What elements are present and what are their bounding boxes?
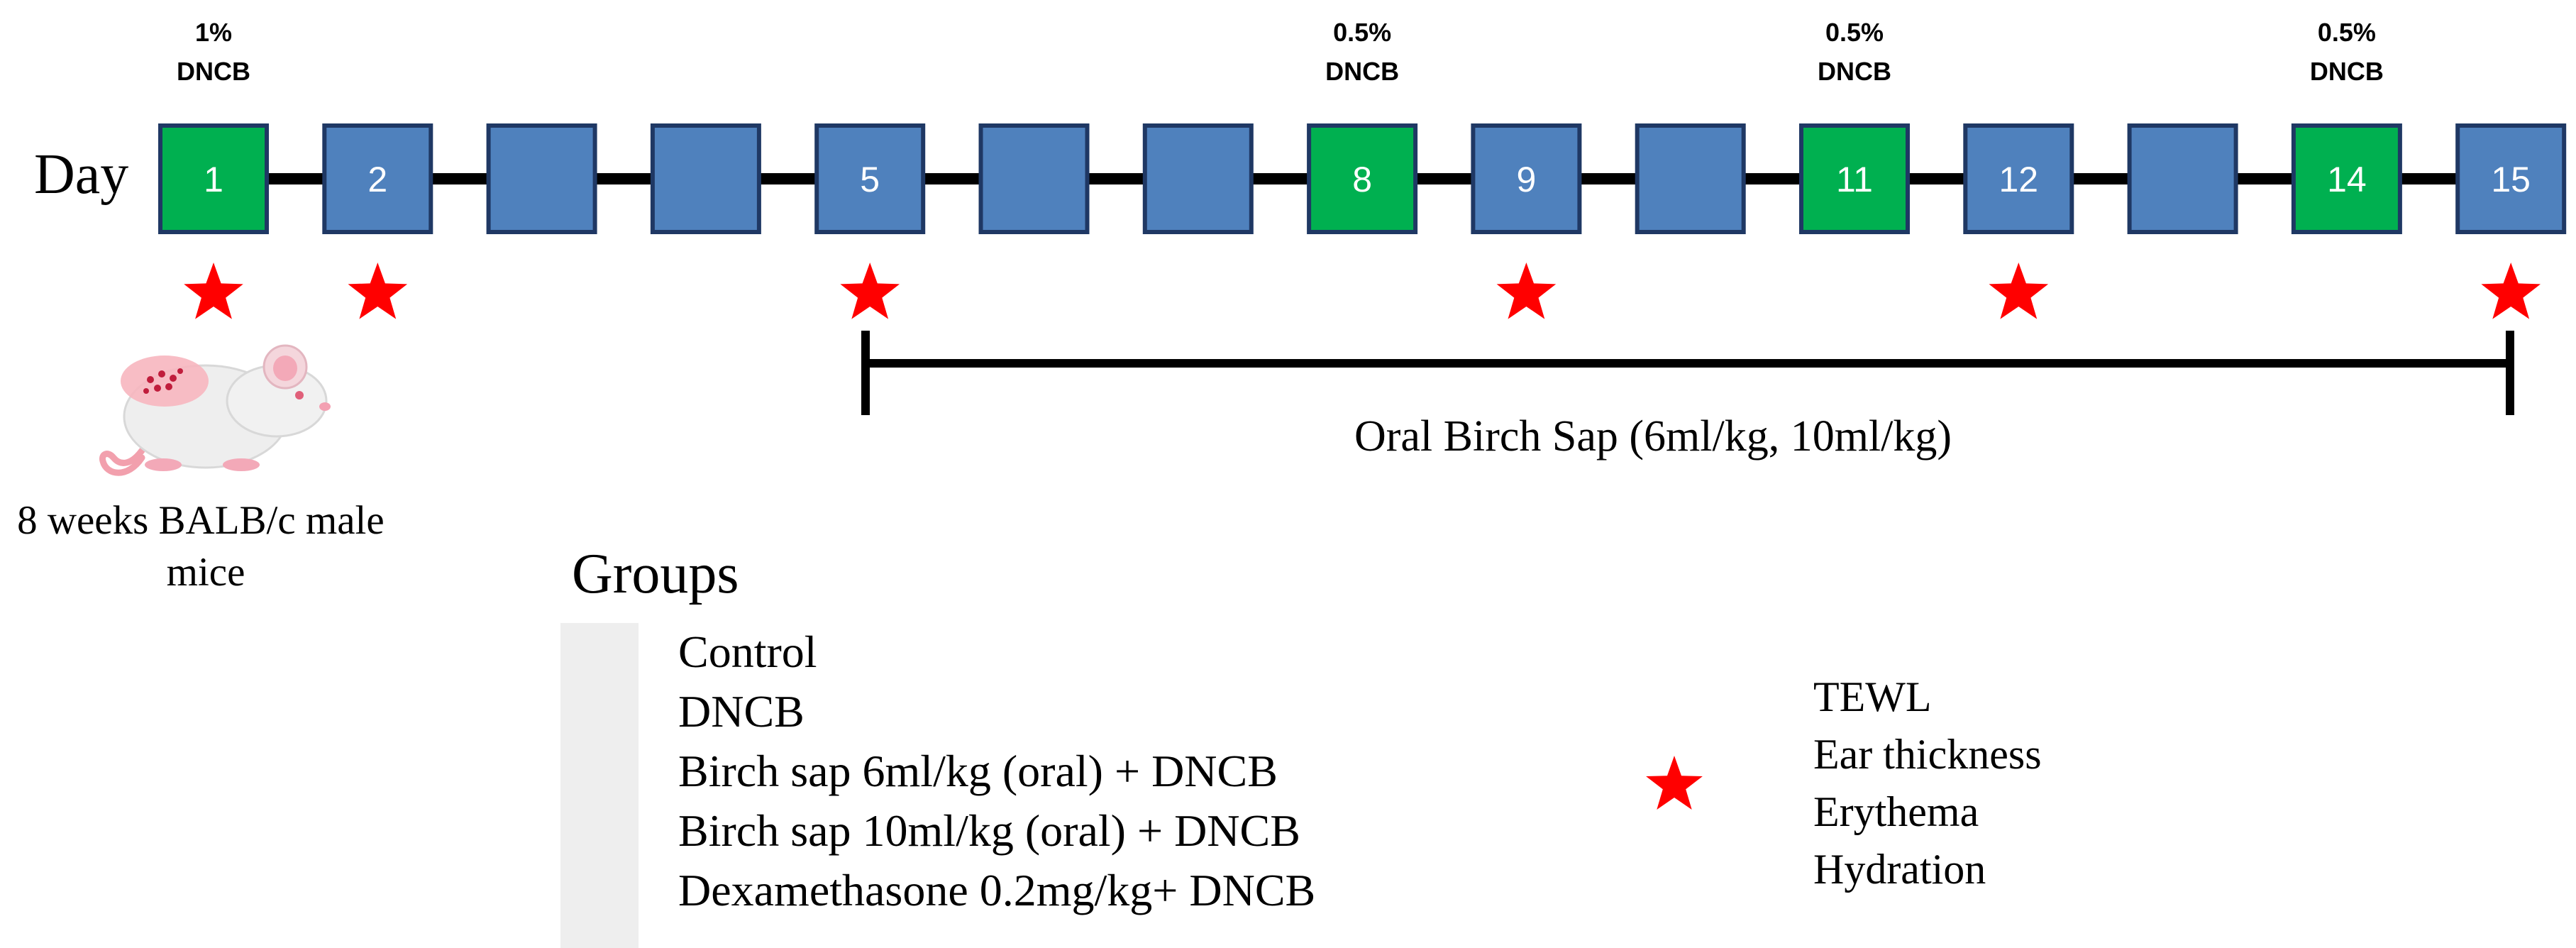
measurement-star-icon [348,263,408,319]
animal-caption-line-1: 8 weeks BALB/c male [17,498,385,543]
day-number-label: 11 [1836,160,1873,199]
measurement-star-icon [840,263,900,319]
dose-labels-group: 1% DNCB 0.5% DNCB 0.5% DNCB 0.5% DNCB [177,18,2384,86]
dose-label: 1% [195,18,232,47]
day-box [814,123,926,234]
dose-label: DNCB [2310,57,2384,86]
legend-item-ear-thickness: Ear thickness [1813,731,2042,778]
day-box [1963,123,2074,234]
day-box [1471,123,1582,234]
mouse-icon [99,344,331,476]
groups-title: Groups [572,543,739,605]
legend-item-hydration: Hydration [1813,846,1986,893]
measurement-star-icon [2481,263,2541,319]
day-box [1142,123,1254,234]
animal-caption: 8 weeks BALB/c male mice [17,498,394,595]
day-box [486,123,597,234]
day-number-label: 8 [1352,160,1372,199]
day-number-label: 12 [1999,160,2038,199]
legend-list: TEWL Ear thickness Erythema Hydration [1813,673,2052,893]
dose-label: 0.5% [1333,18,1391,47]
day-number-label: 5 [860,160,880,199]
day-box [978,123,1090,234]
measurement-star-icon [1989,263,2049,319]
legend-item-erythema: Erythema [1813,788,1979,835]
treatment-bar-label: Oral Birch Sap (6ml/kg, 10ml/kg) [1354,412,1952,461]
group-item-1: Control [678,627,817,677]
group-item-3: Birch sap 6ml/kg (oral) + DNCB [678,746,1278,796]
day-box [1635,123,1746,234]
measurement-stars-group [184,263,2541,319]
day-box [1799,123,1910,234]
dose-label: DNCB [177,57,250,86]
star-icon [1646,756,1703,810]
day-box [322,123,433,234]
animal-caption-line-2: mice [167,550,245,595]
measurement-star-icon [184,263,243,319]
day-box [2127,123,2238,234]
groups-side-panel [560,623,639,948]
day-number-label: 15 [2491,160,2531,199]
dose-label: DNCB [1325,57,1399,86]
day-number-label: 2 [367,160,387,199]
legend-item-tewl: TEWL [1813,673,1930,720]
day-box [2291,123,2402,234]
treatment-bar: Oral Birch Sap (6ml/kg, 10ml/kg) [861,331,2514,461]
measurement-star-icon [1496,263,1557,319]
group-item-2: DNCB [678,686,805,737]
group-item-5: Dexamethasone 0.2mg/kg+ DNCB [678,865,1315,915]
day-number-label: 1 [204,160,223,199]
dose-label: 0.5% [2318,18,2376,47]
groups-list: Control DNCB Birch sap 6ml/kg (oral) + D… [678,627,1315,915]
dose-label: DNCB [1818,57,1891,86]
dose-label: 0.5% [1825,18,1884,47]
group-item-4: Birch sap 10ml/kg (oral) + DNCB [678,805,1300,856]
day-box [158,123,269,234]
day-box [650,123,761,234]
day-number-label: 14 [2327,160,2367,199]
day-box [1307,123,1418,234]
day-axis-label: Day [34,143,128,206]
day-box [2455,123,2567,234]
day-number-label: 9 [1516,160,1536,199]
